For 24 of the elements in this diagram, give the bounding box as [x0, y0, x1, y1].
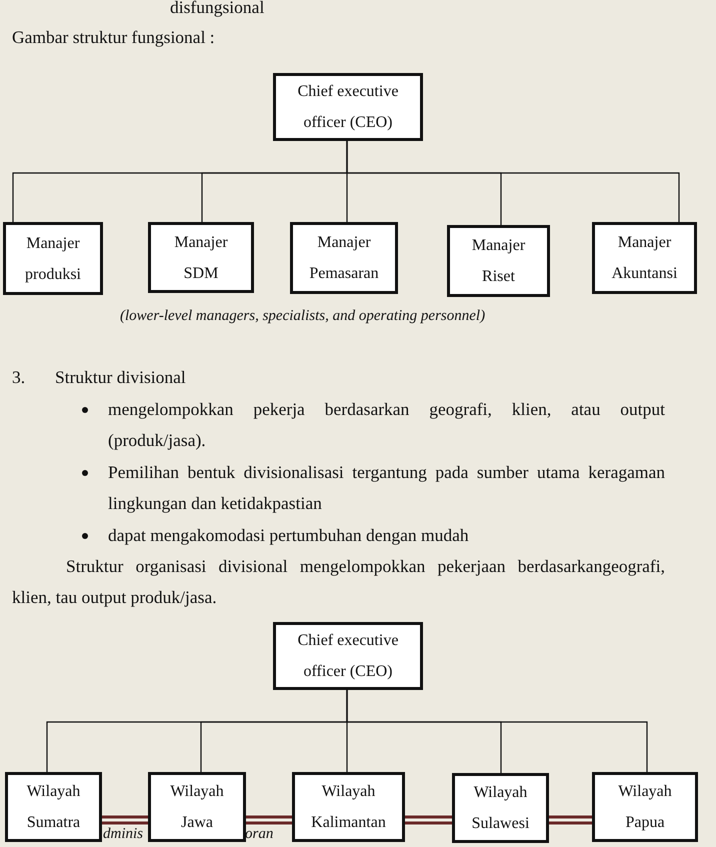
bullet-text: mengelompokkan pekerja berdasarkan geografi, klien, atau output (produk/jasa). [108, 398, 665, 452]
org-box: Wilayah Papua [592, 772, 698, 842]
org-box: Wilayah Jawa [148, 772, 246, 842]
connector-line [346, 690, 648, 772]
org-box: Chief executive officer (CEO) [273, 73, 423, 141]
bullet-text: dapat mengakomodasi pertumbuhan dengan mudah [108, 524, 470, 547]
org-box: Manajer Pemasaran [290, 222, 398, 294]
connector-line [346, 141, 680, 222]
org-box: Wilayah Kalimantan [292, 772, 405, 842]
org-box: Wilayah Sulawesi [452, 773, 549, 843]
section-heading: Struktur divisional [55, 366, 186, 389]
org-box: Manajer produksi [3, 222, 103, 295]
caption-text: oran [245, 825, 274, 844]
heading-text: disfungsional [170, 0, 264, 19]
org-box: Wilayah Sumatra [5, 772, 102, 842]
org-box: Manajer Riset [447, 225, 550, 297]
org-box: Manajer Akuntansi [592, 222, 697, 294]
org-box: Manajer SDM [148, 222, 254, 293]
caption-text: Gambar struktur fungsional : [12, 26, 215, 49]
caption-text: (lower-level managers, specialists, and operating personnel) [120, 307, 486, 326]
paragraph: Struktur organisasi divisional mengelompokkan pekerjaan berdasarkangeografi, klien, tau output produk/jasa. [12, 555, 665, 609]
org-box: Chief executive officer (CEO) [273, 622, 423, 690]
list-number: 3. [12, 366, 26, 389]
caption-text: dminis [103, 825, 144, 844]
